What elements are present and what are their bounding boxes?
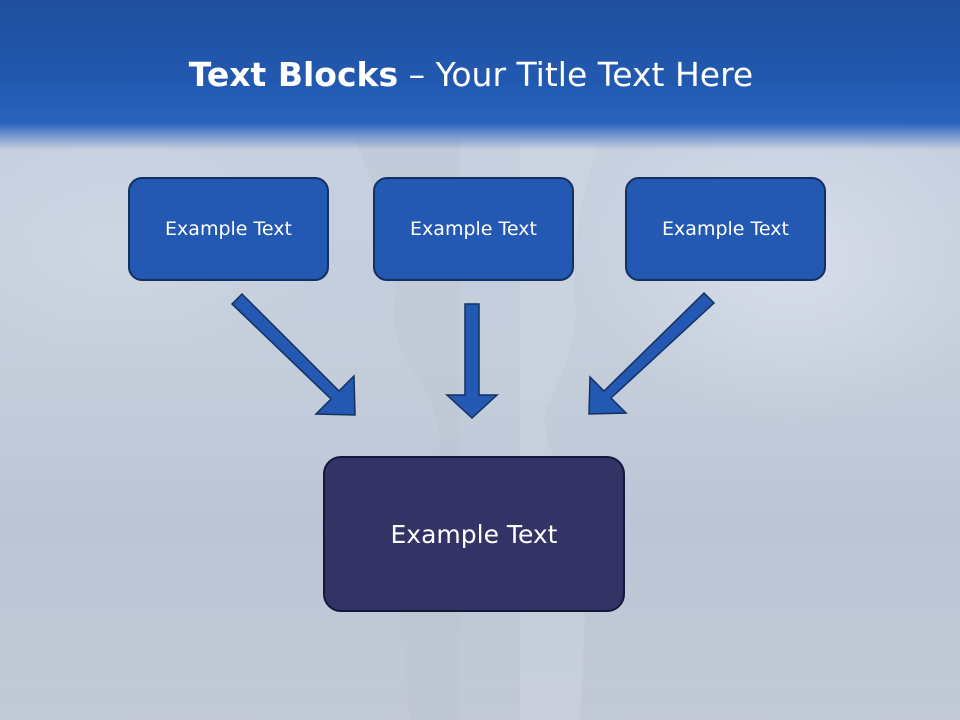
target-block-label: Example Text: [390, 519, 558, 549]
text-block-2[interactable]: Example Text: [373, 177, 574, 281]
down-left-arrow-icon: [588, 291, 716, 415]
text-block-1[interactable]: Example Text: [128, 177, 329, 281]
title-bold-text: Text Blocks: [188, 55, 399, 94]
down-right-arrow-icon: [230, 292, 356, 416]
text-block-3[interactable]: Example Text: [625, 177, 826, 281]
text-block-1-label: Example Text: [165, 218, 292, 240]
text-block-2-label: Example Text: [410, 218, 537, 240]
target-block[interactable]: Example Text: [323, 456, 625, 612]
slide-title: Text Blocks – Your Title Text Here: [0, 52, 942, 98]
text-block-3-label: Example Text: [662, 218, 789, 240]
title-text: – Your Title Text Here: [398, 55, 754, 94]
title-band: [0, 0, 960, 150]
down-arrow-icon: [445, 303, 499, 420]
